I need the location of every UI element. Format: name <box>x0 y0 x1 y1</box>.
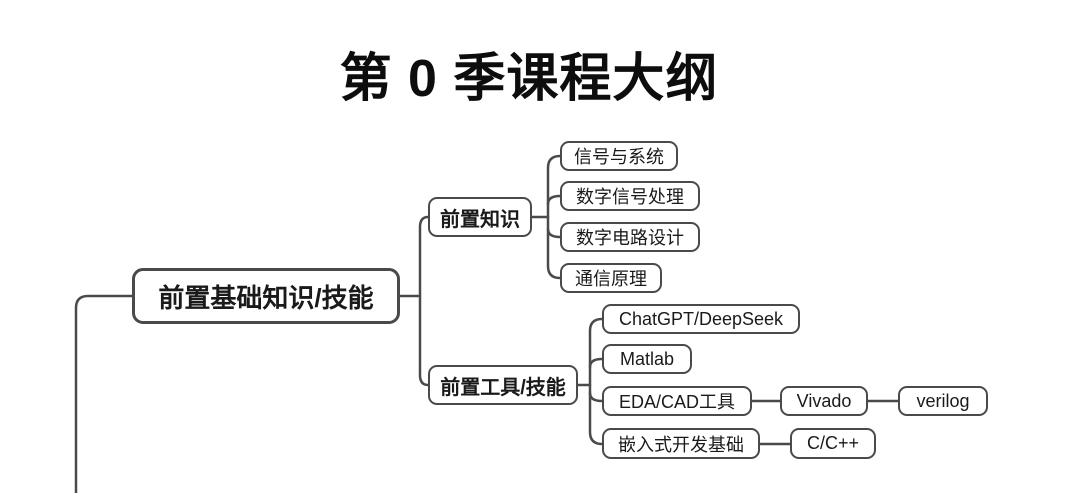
node-label: 嵌入式开发基础 <box>618 434 744 455</box>
node-label: Vivado <box>796 390 852 411</box>
node-label: 前置基础知识/技能 <box>158 282 374 313</box>
node-signals-systems: 信号与系统 <box>560 141 678 171</box>
node-label: 数字信号处理 <box>576 187 684 207</box>
node-vivado: Vivado <box>780 386 868 416</box>
node-eda-cad-tools: EDA/CAD工具 <box>602 386 752 416</box>
node-digital-circuit-design: 数字电路设计 <box>560 222 700 252</box>
node-prereq-tools: 前置工具/技能 <box>428 365 578 405</box>
node-label: verilog <box>916 390 970 411</box>
node-chatgpt-deepseek: ChatGPT/DeepSeek <box>602 304 800 334</box>
node-communication-principles: 通信原理 <box>560 263 662 293</box>
node-label: ChatGPT/DeepSeek <box>618 308 784 329</box>
node-label: 信号与系统 <box>574 147 664 167</box>
node-c-cpp: C/C++ <box>790 428 876 459</box>
node-digital-signal-processing: 数字信号处理 <box>560 181 700 211</box>
node-prereq-foundation: 前置基础知识/技能 <box>132 268 400 324</box>
page-title: 第 0 季课程大纲 <box>339 50 719 108</box>
node-label: 前置知识 <box>440 208 520 231</box>
node-label: Matlab <box>619 348 675 369</box>
node-label: EDA/CAD工具 <box>618 392 735 412</box>
node-verilog: verilog <box>898 386 988 416</box>
node-label: 通信原理 <box>575 269 647 289</box>
node-matlab: Matlab <box>602 344 692 374</box>
node-label: C/C++ <box>806 433 860 453</box>
node-prereq-knowledge: 前置知识 <box>428 197 532 237</box>
node-embedded-dev-basics: 嵌入式开发基础 <box>602 428 760 459</box>
node-label: 前置工具/技能 <box>440 376 566 399</box>
node-label: 数字电路设计 <box>576 228 684 248</box>
